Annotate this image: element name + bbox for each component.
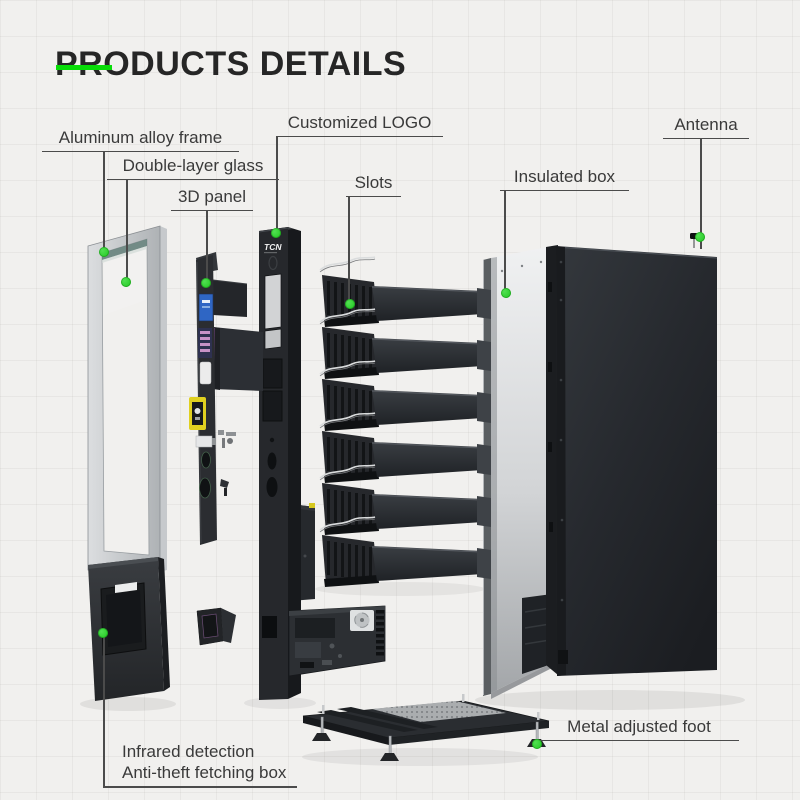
callout-line-aluminum-frame — [103, 151, 105, 250]
receipt-slot — [115, 582, 137, 593]
customized-logo-panel-graphic: TCN — [258, 227, 301, 700]
scanner-module — [189, 397, 206, 430]
label-insulated-box: Insulated box — [500, 167, 629, 191]
marker-dot-anti-theft-box — [98, 628, 108, 638]
label-aluminum-alloy-frame: Aluminum alloy frame — [42, 128, 239, 152]
label-metal-adjusted-foot: Metal adjusted foot — [539, 717, 739, 741]
marker-dot-double-glass — [121, 277, 131, 287]
marker-dot-metal-foot — [532, 739, 542, 749]
callout-line-double-glass — [126, 180, 128, 280]
label-customized-logo: Customized LOGO — [276, 113, 443, 137]
marker-dot-antenna — [695, 232, 705, 242]
metal-foot-left — [312, 716, 331, 741]
label-3d-panel: 3D panel — [171, 187, 253, 211]
label-antenna: Antenna — [663, 115, 749, 139]
anti-theft-box-graphic — [88, 557, 170, 701]
mesh-panel — [372, 701, 506, 722]
title-accent-bar — [56, 65, 112, 70]
label-double-layer-glass: Double-layer glass — [107, 156, 279, 180]
callout-line-insulated-box — [504, 191, 506, 291]
page-title: PRODUCTS DETAILS — [55, 44, 407, 83]
base-frame-graphic — [302, 694, 550, 761]
callout-line-customized-logo — [276, 137, 278, 232]
3d-panel-graphic — [189, 252, 263, 545]
callout-line-anti-theft-vertical — [103, 635, 105, 787]
callout-line-anti-theft-horizontal — [103, 786, 297, 788]
marker-dot-slots — [345, 299, 355, 309]
control-board-graphic — [288, 605, 386, 677]
callout-line-3d-panel — [206, 210, 208, 281]
label-infrared-detection: Infrared detection — [122, 742, 255, 761]
marker-dot-3d-panel — [201, 278, 211, 288]
label-anti-theft-fetching-box: Anti-theft fetching box — [122, 763, 287, 782]
aluminum-alloy-frame-graphic — [87, 225, 167, 573]
marker-dot-aluminum-frame — [99, 247, 109, 257]
marker-dot-insulated-box — [501, 288, 511, 298]
callout-line-antenna — [700, 139, 702, 249]
camera-module-graphic — [196, 607, 236, 646]
insulated-box-cabinet-graphic — [483, 233, 718, 699]
callout-line-slots — [348, 197, 350, 302]
label-slots: Slots — [346, 173, 401, 197]
brand-logo-text: TCN — [264, 242, 282, 252]
cooling-fan — [350, 610, 374, 631]
marker-dot-customized-logo — [271, 228, 281, 238]
metal-foot-front — [380, 735, 399, 761]
